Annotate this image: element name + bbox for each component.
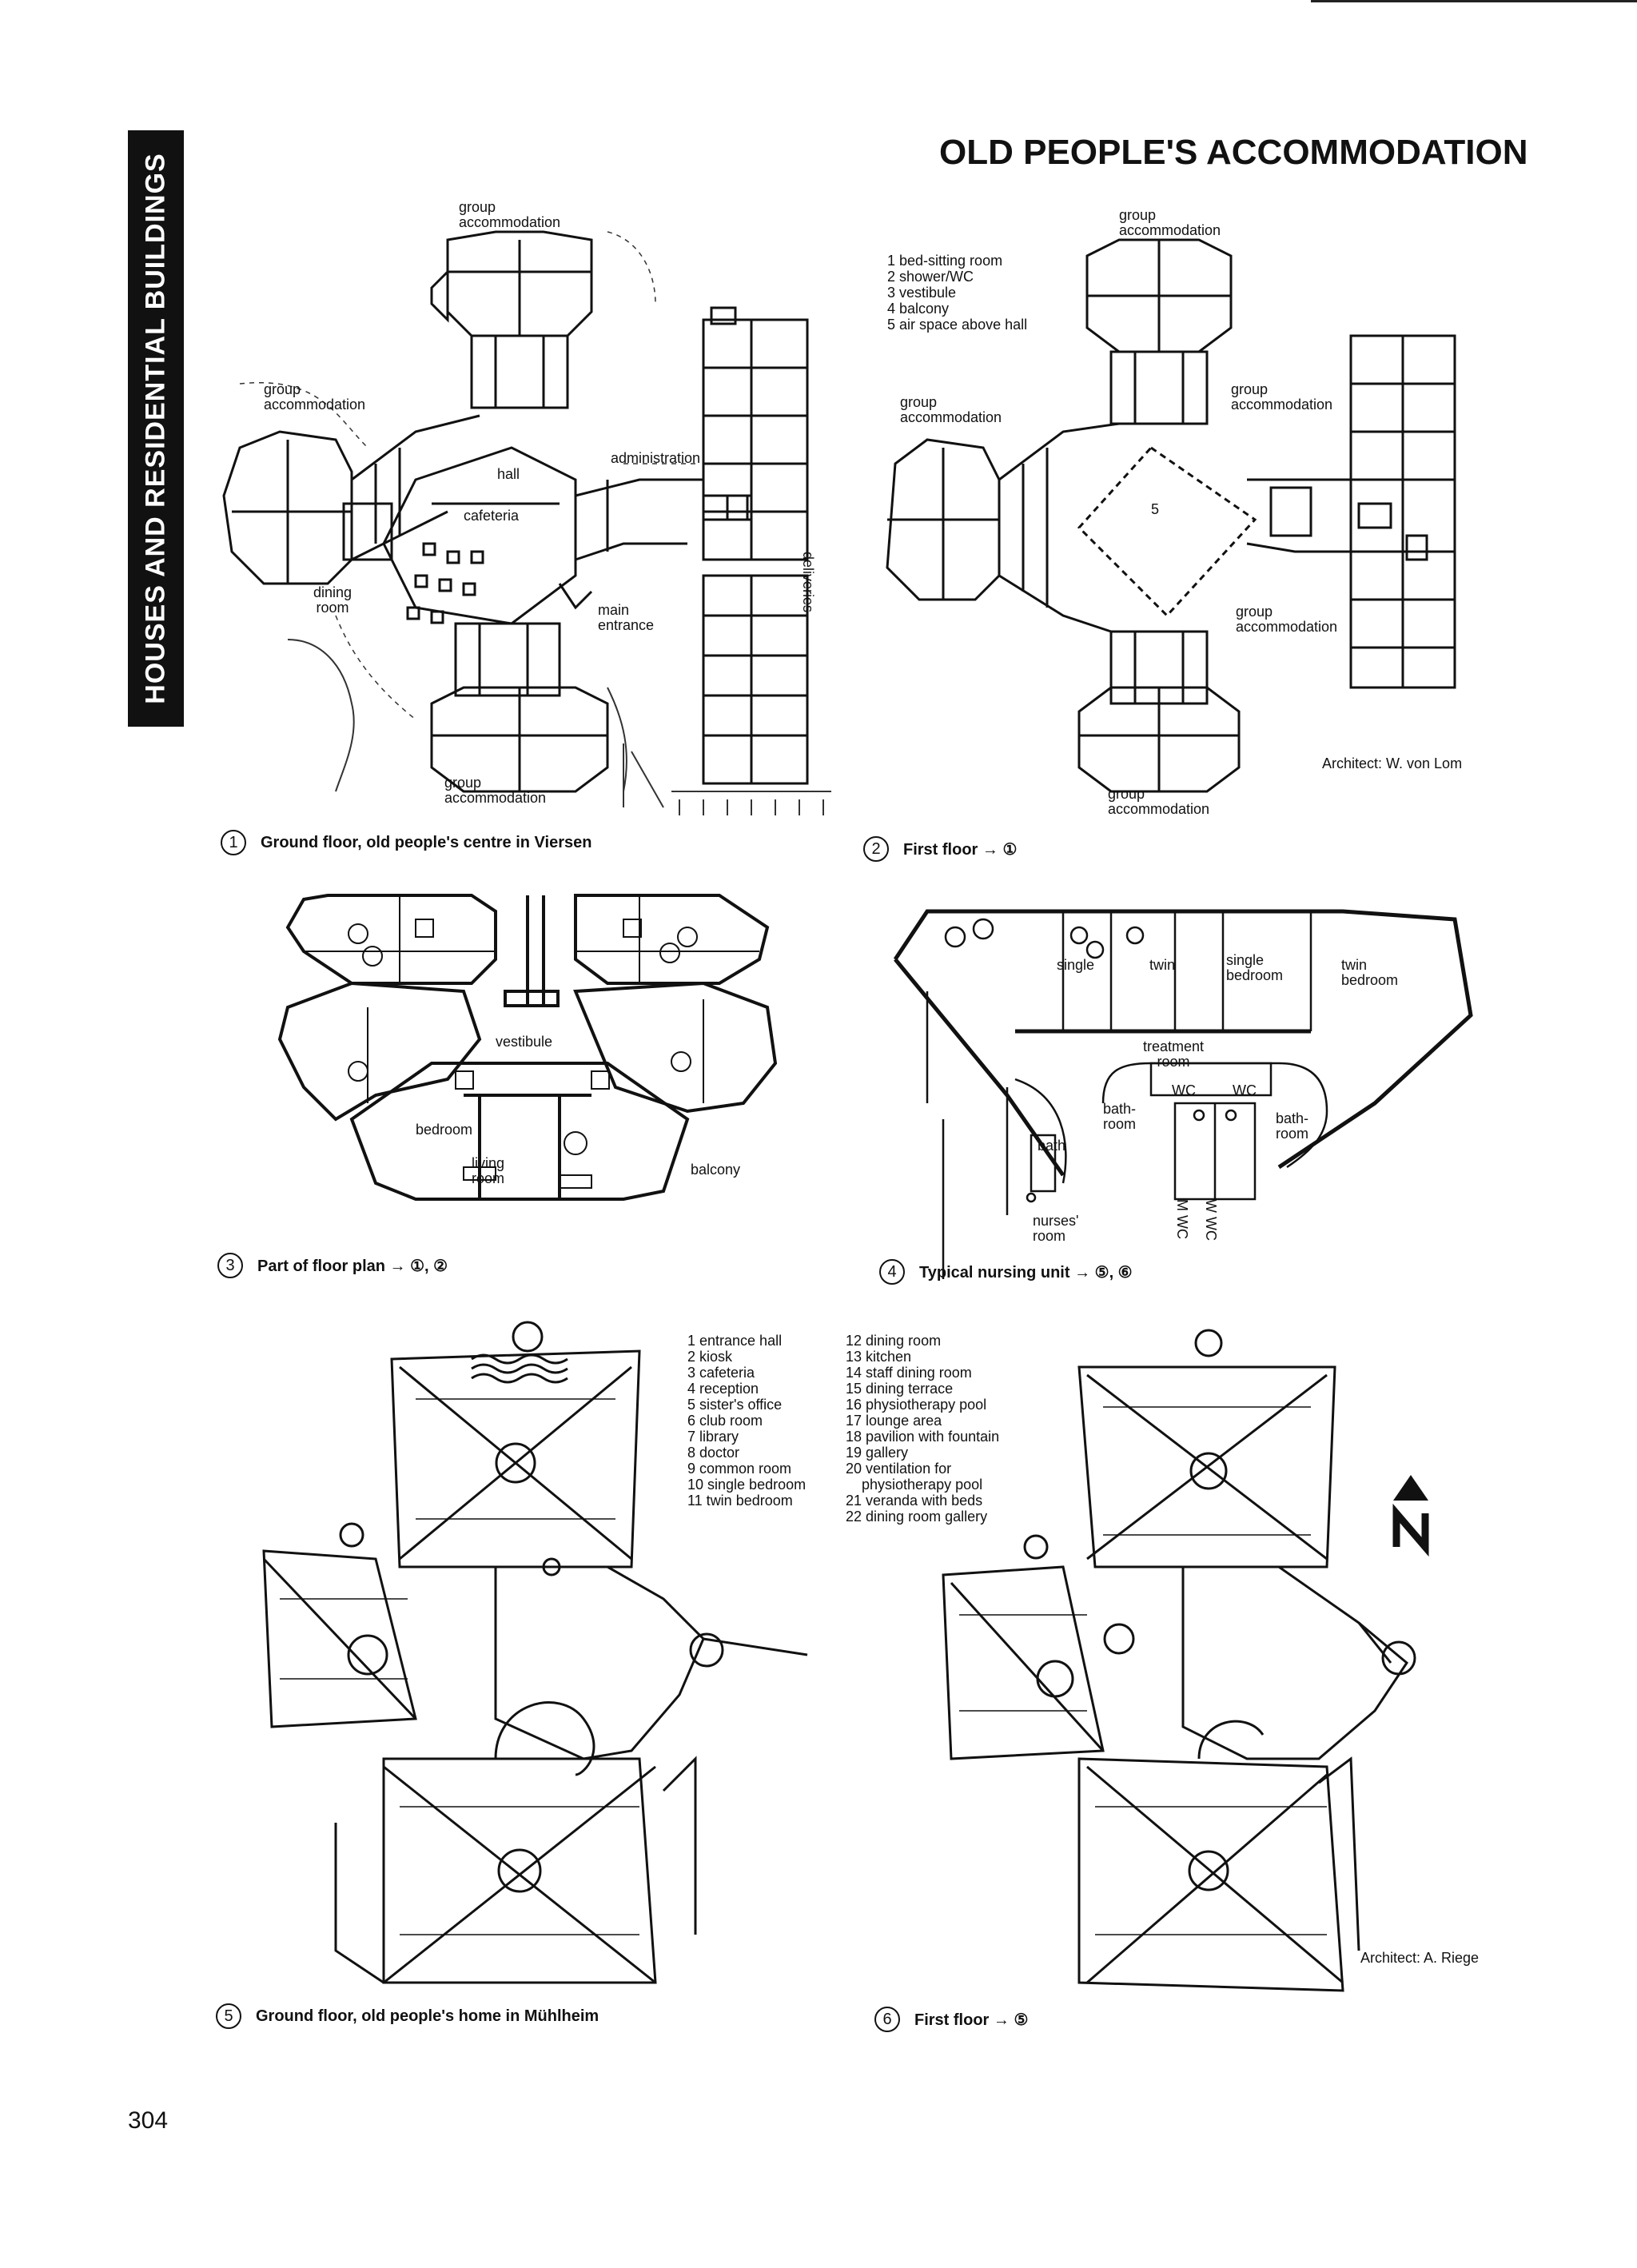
fig2-label-group-bottom: group accommodation — [1108, 786, 1210, 817]
fig2-caption: 2 First floor → ① — [863, 836, 1017, 862]
fig6-legend-item: 17 lounge area — [846, 1413, 942, 1429]
fig4-label-nurses-room: nurses' room — [1033, 1213, 1079, 1244]
fig2-label-group-top: group accommodation — [1119, 207, 1221, 238]
fig2-number: 2 — [863, 836, 889, 862]
fig5-legend-item: 9 common room — [687, 1461, 792, 1477]
fig5-legend-item: 10 single bedroom — [687, 1477, 807, 1493]
fig1-label-administration: administration — [611, 450, 701, 466]
fig3-label-living-room: living room — [472, 1155, 505, 1186]
fig6-legend-item: 18 pavilion with fountain — [846, 1429, 1000, 1445]
fig5-legend-item: 3 cafeteria — [687, 1365, 755, 1381]
fig5-legend-item: 1 entrance hall — [687, 1333, 783, 1349]
north-arrow-icon — [1387, 1475, 1435, 1555]
fig1-number: 1 — [221, 830, 246, 855]
fig5-number: 5 — [216, 2003, 241, 2029]
fig6-architect: Architect: A. Riege — [1360, 1950, 1480, 1966]
fig1-caption: 1 Ground floor, old people's centre in V… — [221, 830, 591, 855]
fig4-label-wc-right: WC — [1233, 1082, 1257, 1098]
fig3-caption: 3 Part of floor plan → ①, ② — [217, 1253, 448, 1278]
fig5-caption: 5 Ground floor, old people's home in Müh… — [216, 2003, 599, 2029]
fig2-caption-text: First floor → ① — [903, 840, 1018, 859]
fig4-label-bathroom-right: bath- room — [1276, 1110, 1309, 1142]
page-number: 304 — [128, 2107, 169, 2134]
fig6-legend-item: 20 ventilation for — [846, 1461, 952, 1477]
fig4-label-twin: twin — [1149, 957, 1176, 973]
fig6-legend-item: 15 dining terrace — [846, 1381, 954, 1397]
fig5-legend-item: 8 doctor — [687, 1445, 740, 1461]
fig1-caption-text: Ground floor, old people's centre in Vie… — [261, 833, 592, 851]
fig6-number: 6 — [874, 2007, 900, 2032]
fig5-legend-item: 2 kiosk — [687, 1349, 733, 1365]
fig1-label-dining-room: dining room — [313, 584, 352, 616]
fig4-caption-text: Typical nursing unit → ⑤, ⑥ — [919, 1263, 1133, 1281]
fig4-number: 4 — [879, 1259, 905, 1285]
fig6-legend-item: 16 physiotherapy pool — [846, 1397, 987, 1413]
fig6-caption-text: First floor → ⑤ — [914, 2011, 1029, 2029]
fig2-label-group-right-top: group accommodation — [1231, 381, 1333, 413]
page-title: OLD PEOPLE'S ACCOMMODATION — [939, 133, 1528, 172]
fig1-label-group-bottom: group accommodation — [444, 775, 547, 806]
fig4-label-single: single — [1057, 957, 1095, 973]
fig2-legend-item: 5 air space above hall — [887, 317, 1028, 333]
fig2-legend-item: 4 balcony — [887, 301, 950, 317]
fig6-caption: 6 First floor → ⑤ — [874, 2007, 1028, 2032]
fig2-legend-item: 2 shower/WC — [887, 269, 974, 285]
fig3-label-vestibule: vestibule — [496, 1034, 553, 1050]
fig5-legend-item: 5 sister's office — [687, 1397, 783, 1413]
fig3-label-bedroom: bedroom — [416, 1122, 473, 1138]
fig1-label-cafeteria: cafeteria — [464, 508, 520, 524]
fig5-legend-item: 11 twin bedroom — [687, 1493, 793, 1509]
fig6-legend-item: physiotherapy pool — [846, 1477, 983, 1493]
fig5-legend-item: 6 club room — [687, 1413, 763, 1429]
fig6-legend-item: 13 kitchen — [846, 1349, 912, 1365]
fig4-label-bath: bath — [1038, 1138, 1066, 1154]
fig1-label-group-top: group accommodation — [459, 199, 561, 230]
fig4-label-bathroom-left: bath- room — [1103, 1101, 1137, 1132]
fig2-architect: Architect: W. von Lom — [1322, 755, 1463, 771]
fig1-label-group-left: group accommodation — [264, 381, 366, 413]
fig6-legend-item: 21 veranda with beds — [846, 1493, 983, 1509]
fig4-label-wc-left: WC — [1172, 1082, 1196, 1098]
fig5-legend-item: 4 reception — [687, 1381, 759, 1397]
fig6-legend-item: 19 gallery — [846, 1445, 909, 1461]
fig4-caption: 4 Typical nursing unit → ⑤, ⑥ — [879, 1259, 1133, 1285]
fig4-label-single-bedroom: single bedroom — [1226, 952, 1284, 983]
fig1-label-main-entrance: main entrance — [598, 602, 655, 633]
fig2-legend-item: 3 vestibule — [887, 285, 957, 301]
fig3-number: 3 — [217, 1253, 243, 1278]
fig6-legend-item: 22 dining room gallery — [846, 1509, 988, 1525]
fig3-label-balcony: balcony — [691, 1162, 741, 1178]
fig6-legend-item: 14 staff dining room — [846, 1365, 972, 1381]
fig3-caption-text: Part of floor plan → ①, ② — [257, 1257, 448, 1275]
fig2-label-five: 5 — [1151, 501, 1160, 517]
fig2-legend-item: 1 bed-sitting room — [887, 253, 1003, 269]
fig1-label-hall: hall — [497, 466, 520, 482]
fig6-legend-item: 12 dining room — [846, 1333, 942, 1349]
section-sidebar: HOUSES AND RESIDENTIAL BUILDINGS — [128, 130, 184, 727]
fig5-legend-item: 7 library — [687, 1429, 739, 1445]
fig4-label-treatment-room: treatment room — [1143, 1038, 1205, 1070]
fig2-label-group-left: group accommodation — [900, 394, 1002, 425]
top-rule — [1311, 0, 1637, 2]
fig4-label-twin-bedroom: twin bedroom — [1341, 957, 1399, 988]
fig2-label-group-right-bottom: group accommodation — [1236, 604, 1338, 635]
fig5-caption-text: Ground floor, old people's home in Mühlh… — [256, 2007, 599, 2025]
